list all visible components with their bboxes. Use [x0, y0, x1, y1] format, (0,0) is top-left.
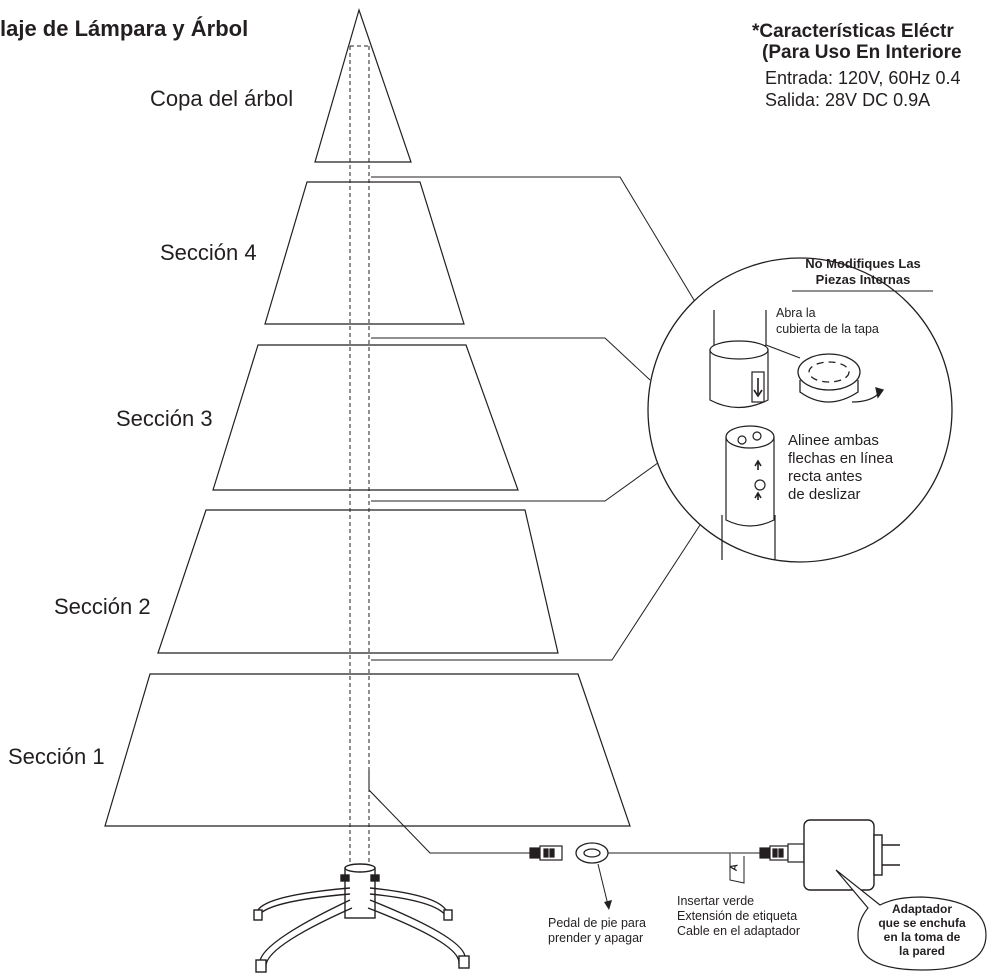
- pedal-label-2: prender y apagar: [548, 931, 644, 945]
- specs-heading: *Características Eléctr: [752, 21, 954, 42]
- section-1-shape: [104, 673, 631, 827]
- insert-label-3: Cable en el adaptador: [677, 924, 801, 938]
- warning-label-1: No Modifiques Las: [805, 256, 921, 271]
- align-label-3: recta antes: [788, 468, 863, 485]
- section-4-shape: [264, 181, 465, 325]
- open-cover-label-1: Abra la: [776, 306, 816, 320]
- adapter-bubble: [835, 869, 987, 971]
- align-label-1: Alinee ambas: [788, 432, 879, 449]
- label-tree-top: Copa del árbol: [150, 86, 294, 111]
- page-title: laje de Lámpara y Árbol: [0, 16, 249, 41]
- cord-connector: [529, 845, 563, 861]
- label-section-4: Sección 4: [160, 240, 257, 265]
- tree-stand: [253, 863, 470, 973]
- open-cover-label-2: cubierta de la tapa: [776, 322, 879, 336]
- foot-pedal: [575, 842, 609, 864]
- pedal-label-1: Pedal de pie para: [548, 916, 646, 930]
- wall-adapter: [803, 819, 900, 891]
- center-pole: [349, 45, 370, 868]
- cord-tag: [729, 853, 745, 884]
- adapter-label-3: en la toma de: [883, 930, 961, 944]
- specs-subheading: (Para Uso En Interiore: [762, 42, 962, 63]
- align-label-2: flechas en línea: [788, 450, 894, 467]
- align-label-4: de deslizar: [788, 486, 861, 503]
- adapter-connector: [759, 843, 805, 863]
- adapter-label-2: que se enchufa: [878, 916, 966, 930]
- section-2-shape: [157, 509, 559, 654]
- detail-circle: [647, 257, 953, 563]
- label-section-1: Sección 1: [8, 744, 105, 769]
- tree-top-shape: [314, 8, 412, 163]
- specs-input: Entrada: 120V, 60Hz 0.4: [765, 68, 961, 88]
- adapter-label-4: la pared: [898, 944, 946, 958]
- insert-label-1: Insertar verde: [677, 894, 755, 908]
- label-section-2: Sección 2: [54, 594, 151, 619]
- leader-lines: [371, 176, 701, 661]
- lower-connector: [721, 425, 776, 560]
- insert-label-2: Extensión de etiqueta: [677, 909, 798, 923]
- warning-label-2: Piezas Internas: [815, 272, 911, 287]
- adapter-label-1: Adaptador: [892, 902, 952, 916]
- cover-cap: [797, 353, 885, 403]
- section-3-shape: [212, 344, 519, 491]
- label-section-3: Sección 3: [116, 406, 213, 431]
- upper-connector: [709, 310, 801, 409]
- specs-output: Salida: 28V DC 0.9A: [765, 90, 931, 110]
